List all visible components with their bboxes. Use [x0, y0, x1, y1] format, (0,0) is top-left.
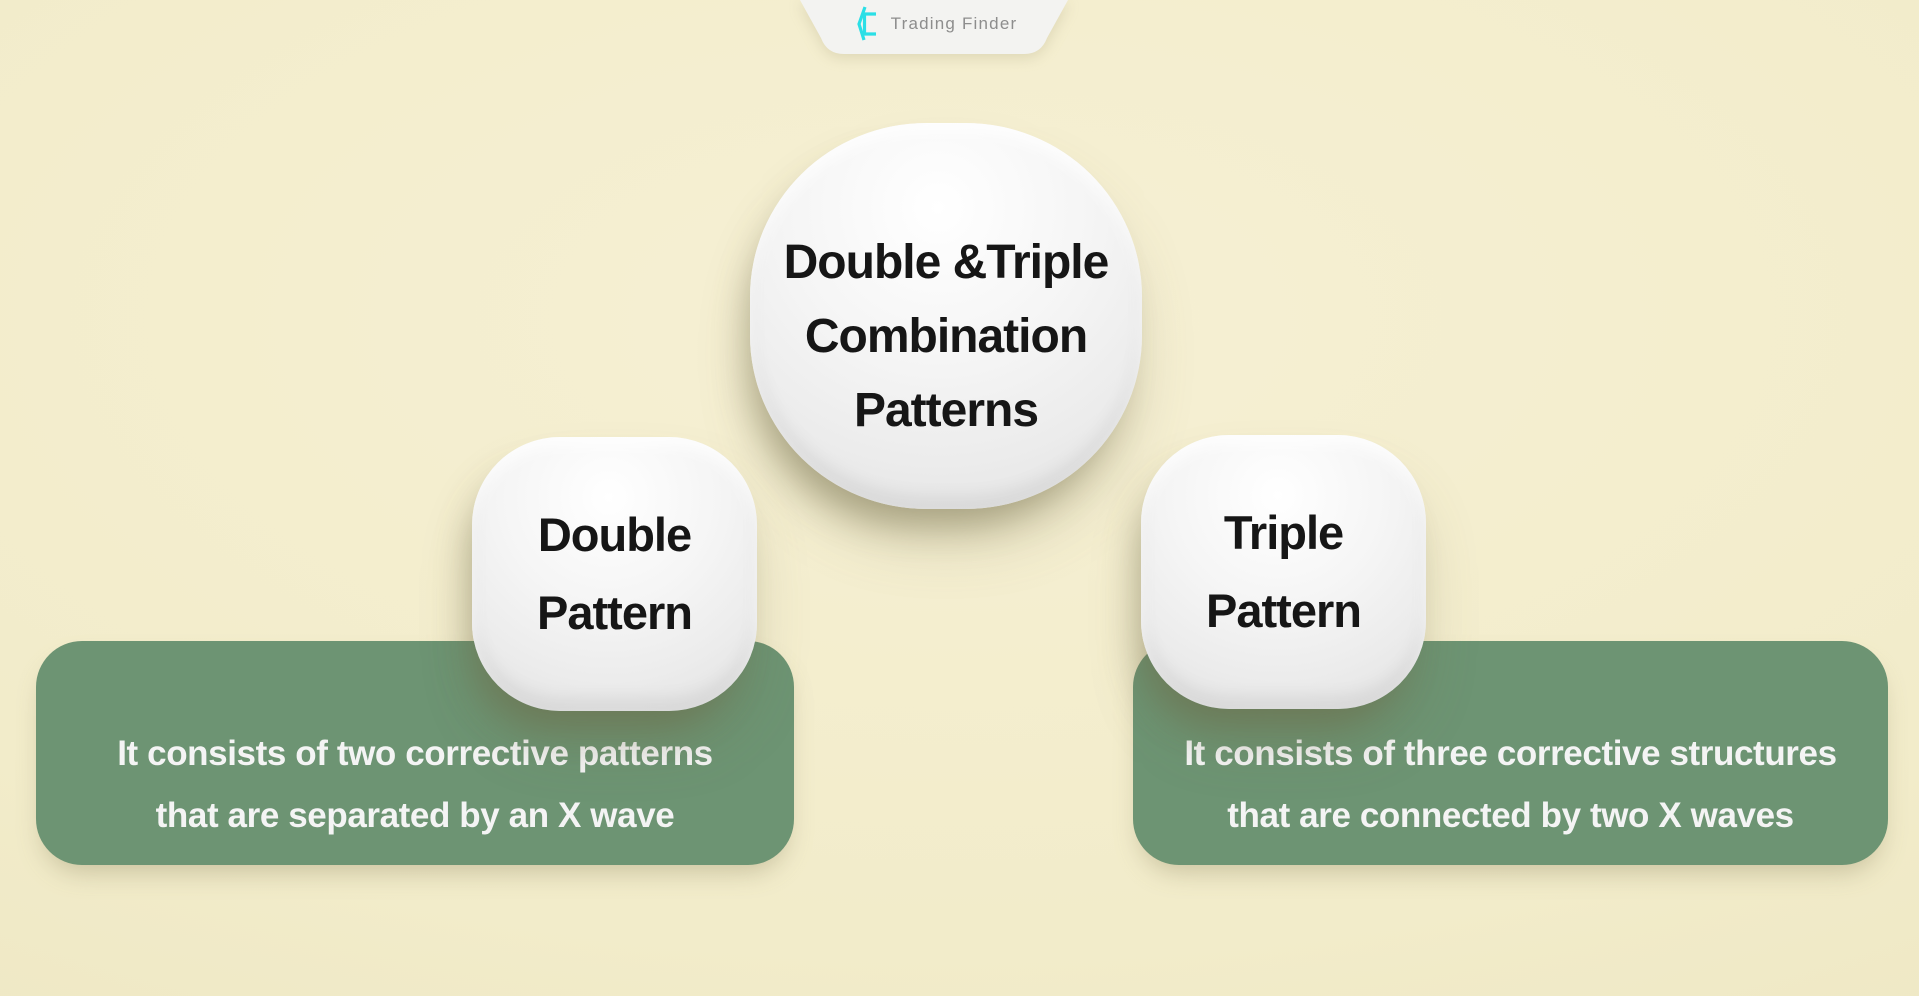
triple-description-line-2: that are connected by two X waves — [1227, 796, 1794, 835]
triple-node-line-2: Pattern — [1206, 584, 1362, 637]
double-description-line-2: that are separated by an X wave — [155, 796, 675, 835]
double-description-line-1: It consists of two corrective patterns — [117, 734, 713, 773]
center-node-line-2: Combination — [804, 310, 1088, 363]
trading-finder-logo-icon — [856, 6, 876, 41]
double-node-line-1: Double — [537, 508, 692, 561]
brand-badge: Trading Finder — [800, 0, 1068, 54]
triple-pattern-description: It consists of three corrective structur… — [1133, 641, 1888, 865]
center-node: Double &Triple Combination Patterns — [750, 123, 1142, 509]
double-node-line-2: Pattern — [537, 586, 693, 639]
center-node-line-3: Patterns — [853, 384, 1039, 437]
brand-name: Trading Finder — [890, 14, 1018, 33]
double-pattern-node: Double Pattern — [472, 437, 757, 711]
badge-content: Trading Finder — [800, 0, 1068, 54]
triple-pattern-node: Triple Pattern — [1141, 435, 1426, 709]
triple-node-line-1: Triple — [1223, 506, 1344, 559]
triple-description-line-1: It consists of three corrective structur… — [1184, 734, 1837, 773]
center-node-line-1: Double &Triple — [783, 236, 1110, 289]
